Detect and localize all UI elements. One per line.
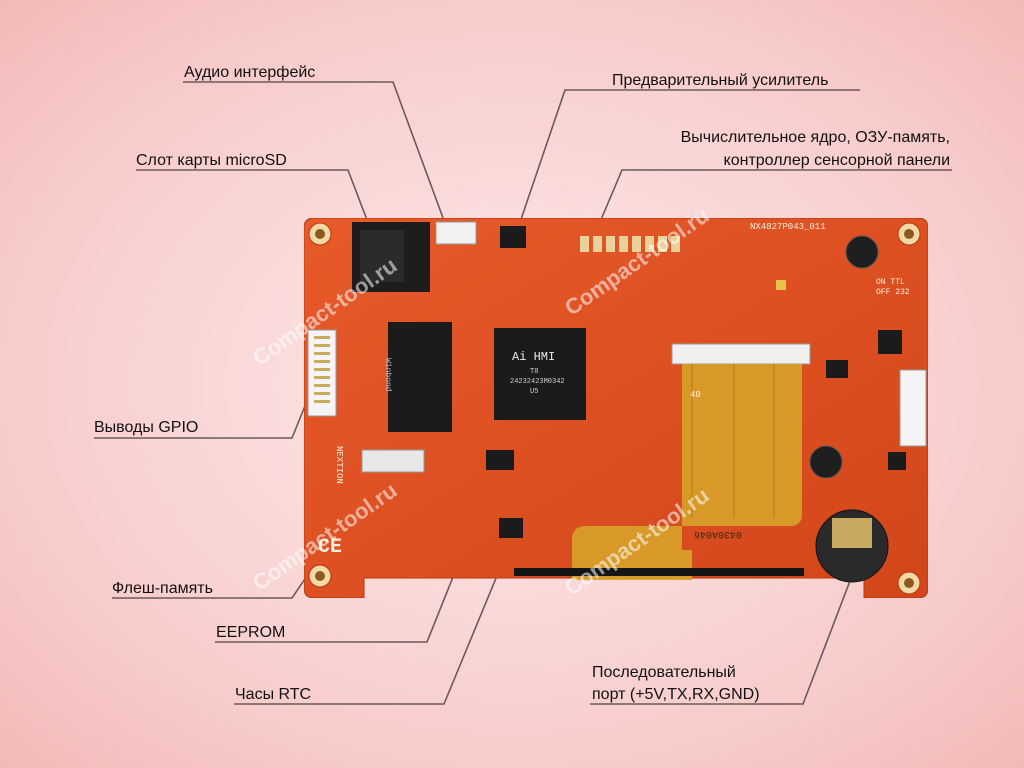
mcu-code3: U5 <box>530 388 539 396</box>
mcu-code1: T8 <box>530 368 539 376</box>
model-text: NX4827P043_011 <box>750 222 826 232</box>
ic-chip <box>878 330 902 354</box>
capacitor <box>809 445 843 479</box>
led <box>776 280 786 290</box>
label-rtc: Часы RTC <box>235 686 312 703</box>
rtc-chip <box>499 518 523 538</box>
pcb-board: NX4827P043_011 Ai HMI T8 24232423M0342 U… <box>303 217 929 599</box>
mcu-code2: 24232423M0342 <box>510 378 565 386</box>
ttl-text: ON TTL <box>876 278 905 287</box>
eeprom-chip <box>486 450 514 470</box>
label-cpu-line1: Вычислительное ядро, ОЗУ-память, <box>680 129 950 146</box>
flex-pin-count: 40 <box>690 390 701 400</box>
mcu-brand: Ai HMI <box>512 350 556 364</box>
capacitor <box>845 235 879 269</box>
lcd-connector <box>671 343 811 365</box>
leader-preamp <box>514 89 860 238</box>
label-flash: Флеш-память <box>112 580 213 597</box>
nextion-text: NEXTION <box>334 446 344 484</box>
flex-code: 0430A046 <box>694 528 743 539</box>
label-eeprom: EEPROM <box>216 624 286 641</box>
label-cpu-line2: контроллер сенсорной панели <box>723 152 950 169</box>
ic-chip <box>826 360 848 378</box>
pcb-graphic <box>303 217 929 599</box>
gpio-connector <box>307 329 337 417</box>
audio-connector <box>435 221 477 245</box>
ttl-text-2: OFF 232 <box>876 288 910 297</box>
flash-chip <box>388 322 452 432</box>
flex-cable <box>572 364 802 580</box>
ic-chip <box>888 452 906 470</box>
label-microsd: Слот карты microSD <box>136 152 287 169</box>
serial-connector <box>899 369 927 447</box>
label-preamp: Предварительный усилитель <box>612 72 829 89</box>
label-audio-interface: Аудио интерфейс <box>184 64 316 81</box>
label-serial-line1: Последовательный <box>592 664 736 681</box>
small-connector <box>361 449 425 473</box>
preamp-chip <box>500 226 526 248</box>
lcd-edge <box>514 568 804 576</box>
mcu-chip <box>494 328 586 420</box>
leader-rtc <box>234 536 514 705</box>
test-pads <box>580 236 680 252</box>
label-serial-line2: порт (+5V,TX,RX,GND) <box>592 686 760 703</box>
label-gpio: Выводы GPIO <box>94 419 199 436</box>
leader-audio <box>183 81 447 227</box>
ce-mark: CE <box>318 536 343 559</box>
flash-brand: Winbond <box>383 358 392 392</box>
